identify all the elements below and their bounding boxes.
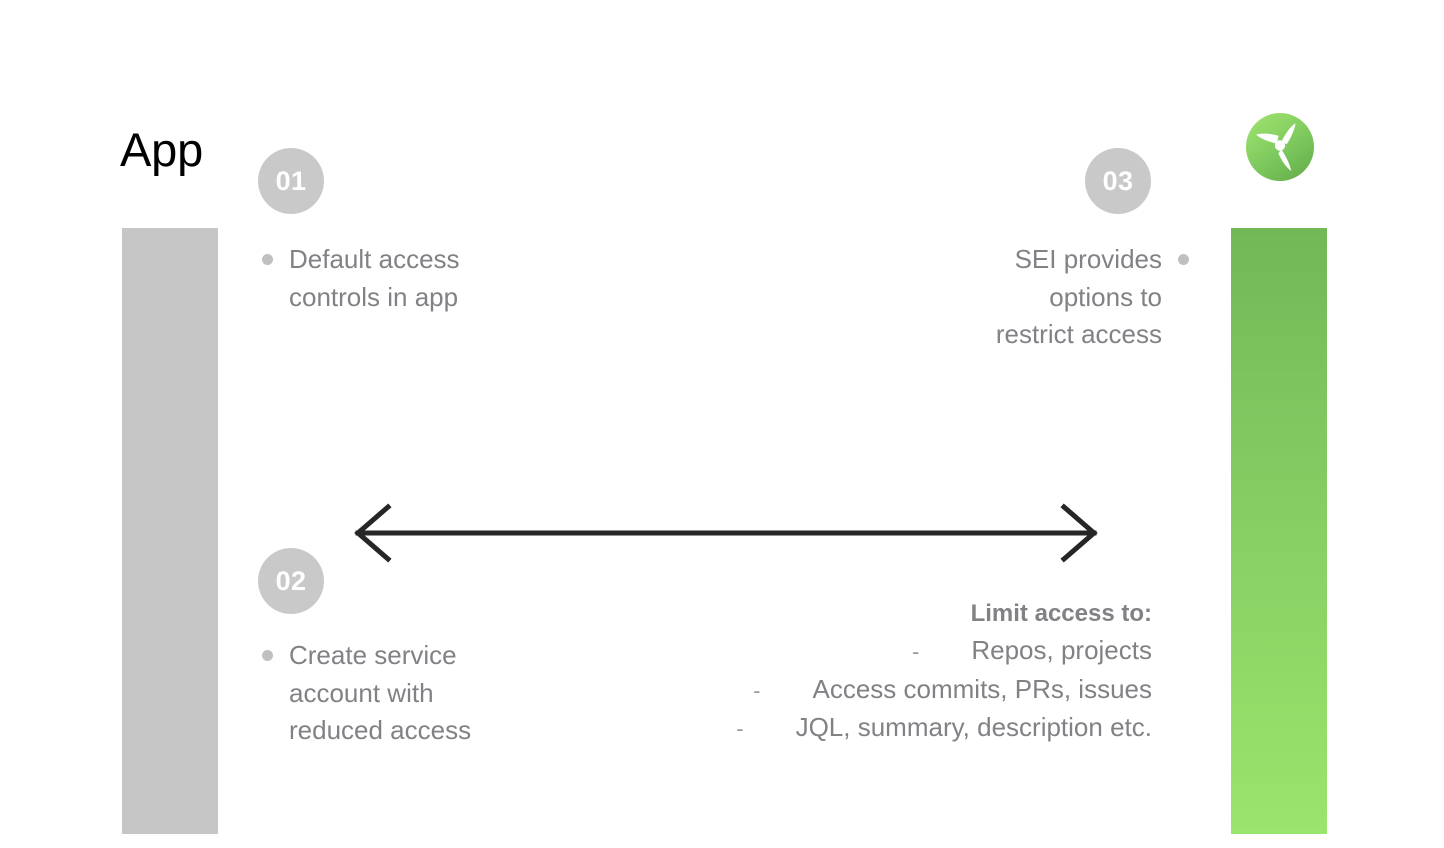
bullet-dot-icon — [1178, 254, 1189, 265]
dash-marker: - — [912, 639, 920, 664]
left-gray-bar — [122, 228, 218, 834]
step-01-text: Default access controls in app — [289, 244, 460, 312]
step-badge-02[interactable]: 02 — [258, 548, 324, 614]
bullet-dot-icon — [262, 254, 273, 265]
dash-marker: - — [736, 716, 744, 741]
limit-access-heading: Limit access to: — [970, 600, 1152, 627]
limit-access-item-text: JQL, summary, description etc. — [795, 712, 1152, 742]
step-badge-03[interactable]: 03 — [1085, 148, 1151, 214]
limit-access-item: - Repos, projects — [620, 632, 1152, 671]
step-03-text-block: SEI provides options to restrict access — [853, 241, 1189, 354]
right-green-bar — [1231, 228, 1327, 834]
step-03-text: SEI provides options to restrict access — [995, 244, 1162, 349]
step-02-text: Create service account with reduced acce… — [289, 640, 472, 745]
step-badge-01[interactable]: 01 — [258, 148, 324, 214]
double-headed-arrow-icon — [350, 500, 1102, 566]
step-badge-03-label: 03 — [1102, 165, 1134, 196]
limit-access-item-text: Repos, projects — [971, 635, 1152, 665]
page-title: App — [120, 123, 204, 176]
step-02-text-block: Create service account with reduced acce… — [262, 637, 582, 750]
limit-access-item: - Access commits, PRs, issues — [620, 671, 1152, 710]
limit-access-item: - JQL, summary, description etc. — [620, 709, 1152, 748]
limit-access-list: Limit access to: - Repos, projects - Acc… — [620, 596, 1152, 748]
harness-propeller-logo — [1245, 112, 1315, 182]
step-badge-01-label: 01 — [275, 165, 307, 196]
step-01-text-block: Default access controls in app — [262, 241, 582, 316]
dash-marker: - — [753, 677, 761, 703]
limit-access-item-text: Access commits, PRs, issues — [812, 673, 1152, 704]
bullet-dot-icon — [262, 650, 273, 661]
step-badge-02-label: 02 — [275, 565, 307, 596]
